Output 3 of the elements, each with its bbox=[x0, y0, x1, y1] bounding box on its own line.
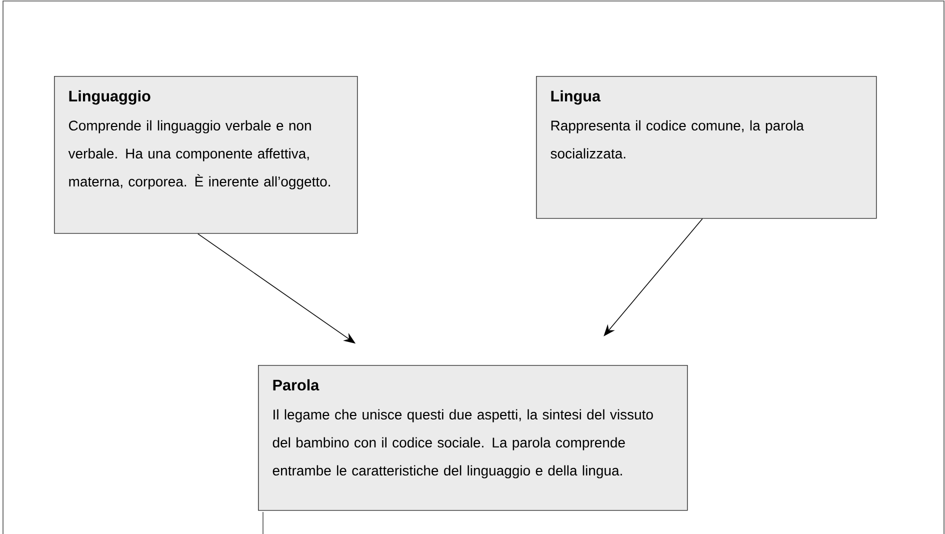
text-box: Parola Il legame che unisce questi due aspetti, la sintesi del vissuto del bambino con il codice sociale. La parola comprende entrambe le caratteristiche del linguaggio e della lingua. bbox=[258, 365, 688, 511]
text-box: Linguaggio Comprende il linguaggio verbale e non verbale. Ha una componente affettiva, materna, corporea. È inerente all’oggetto. bbox=[54, 76, 358, 234]
text-box: Lingua Rappresenta il codice comune, la parola socializzata. bbox=[536, 76, 877, 219]
